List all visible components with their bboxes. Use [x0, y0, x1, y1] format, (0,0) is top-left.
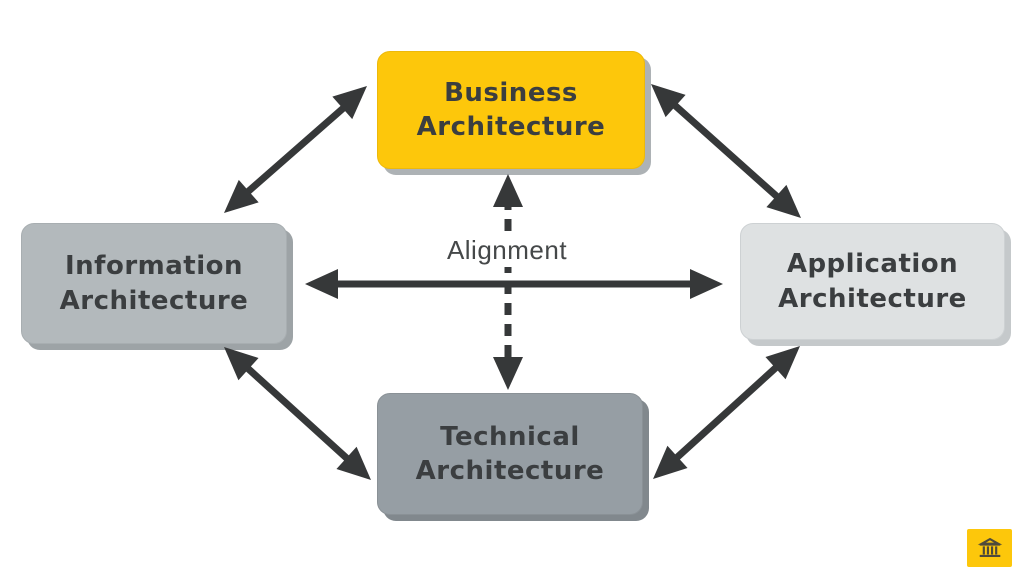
arrow-business-information	[224, 86, 367, 213]
logo-badge	[967, 529, 1012, 567]
alignment-label: Alignment	[438, 234, 576, 267]
arrow-alignment-dashed	[493, 174, 523, 390]
arrow-technical-application	[653, 346, 800, 479]
application-architecture-label: Application Architecture	[778, 249, 967, 314]
node-information-architecture: Information Architecture	[21, 223, 287, 344]
node-technical-architecture: Technical Architecture	[377, 393, 643, 515]
arrow-business-application	[651, 84, 801, 218]
node-business-architecture: Business Architecture	[377, 51, 645, 169]
business-architecture-label: Business Architecture	[416, 77, 606, 142]
arrow-information-application	[305, 269, 723, 299]
arrow-information-technical	[224, 347, 371, 480]
information-architecture-label: Information Architecture	[59, 251, 249, 316]
bank-building-icon	[977, 537, 1002, 557]
node-application-architecture: Application Architecture	[740, 223, 1005, 340]
technical-architecture-label: Technical Architecture	[415, 421, 605, 486]
